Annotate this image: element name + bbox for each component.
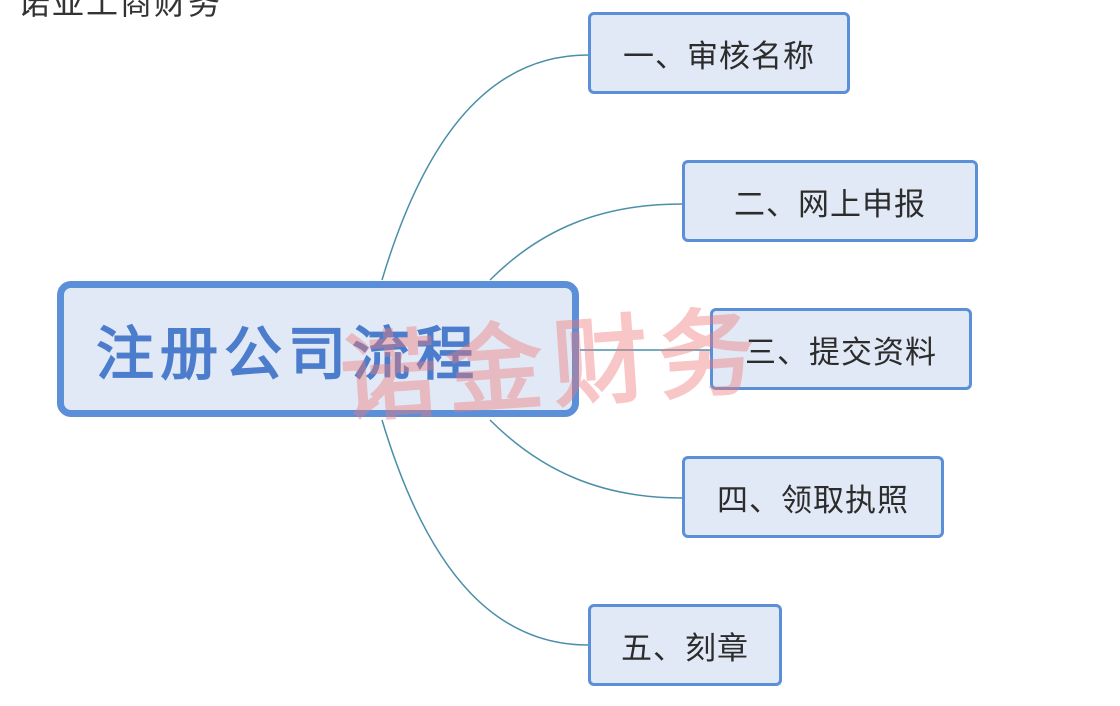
branch-label: 三、提交资料: [745, 334, 937, 371]
root-node: 注册公司流程: [57, 281, 579, 417]
connector-2: [489, 203, 683, 281]
branch-node-3: 三、提交资料: [710, 308, 972, 390]
connector-4: [489, 419, 683, 499]
branch-node-1: 一、审核名称: [588, 12, 850, 94]
branch-label: 二、网上申报: [734, 186, 926, 223]
branch-node-2: 二、网上申报: [682, 160, 978, 242]
connector-5: [381, 419, 589, 646]
branch-label: 五、刻章: [621, 630, 749, 667]
header-text: 诺亚工商财务: [18, 0, 223, 22]
branch-node-4: 四、领取执照: [682, 456, 944, 538]
connector-1: [381, 54, 589, 281]
branch-label: 一、审核名称: [623, 38, 815, 75]
branch-label: 四、领取执照: [717, 482, 909, 519]
root-title: 注册公司流程: [95, 320, 480, 388]
branch-node-5: 五、刻章: [588, 604, 782, 686]
